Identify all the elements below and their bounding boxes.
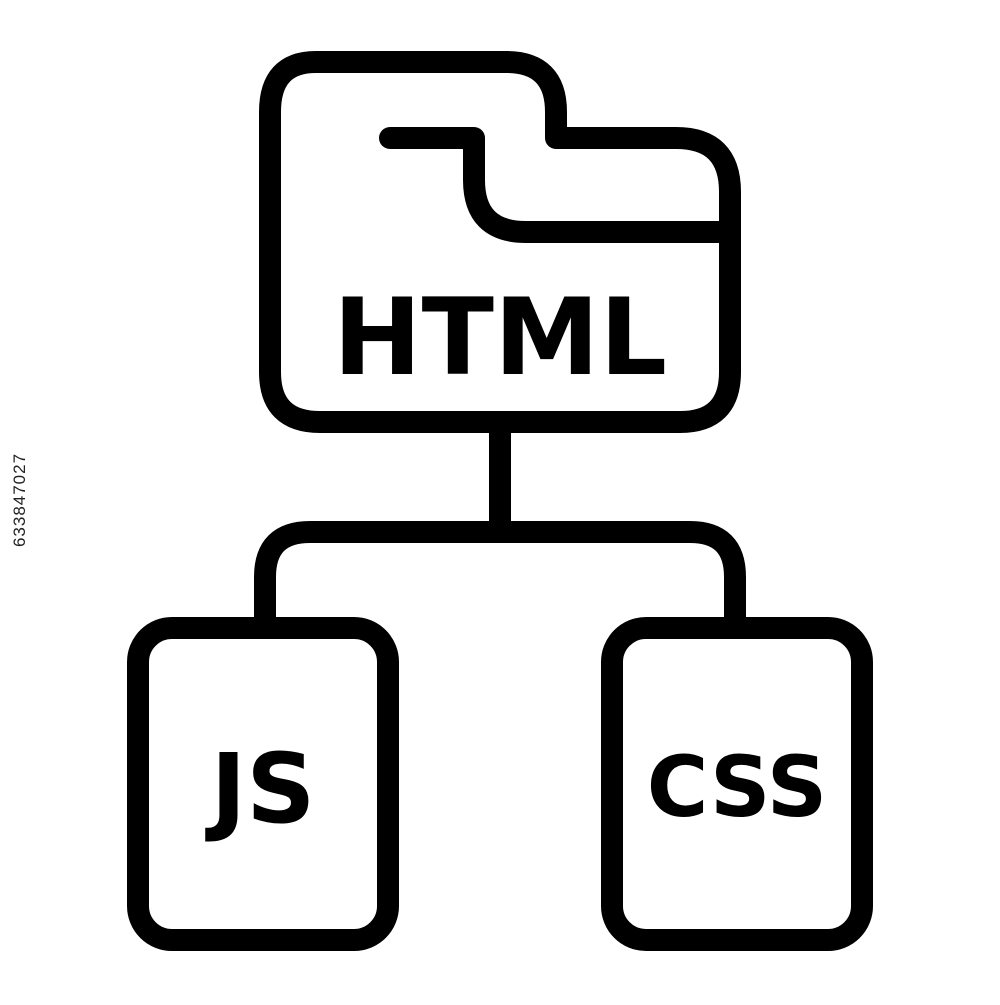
css-file-box [601, 617, 873, 951]
folder-body [259, 51, 741, 433]
connector-left-branch [254, 521, 511, 639]
js-file-box [127, 617, 399, 951]
connectors [254, 417, 746, 639]
folder-tab-fold [379, 127, 741, 243]
connector-right-branch [489, 521, 746, 639]
html-folder-node: HTML [259, 51, 741, 433]
html-label: HTML [333, 276, 667, 399]
css-file-node: CSS [601, 617, 873, 951]
css-label: CSS [647, 738, 827, 836]
js-label: JS [205, 733, 316, 845]
js-file-node: JS [127, 617, 399, 951]
